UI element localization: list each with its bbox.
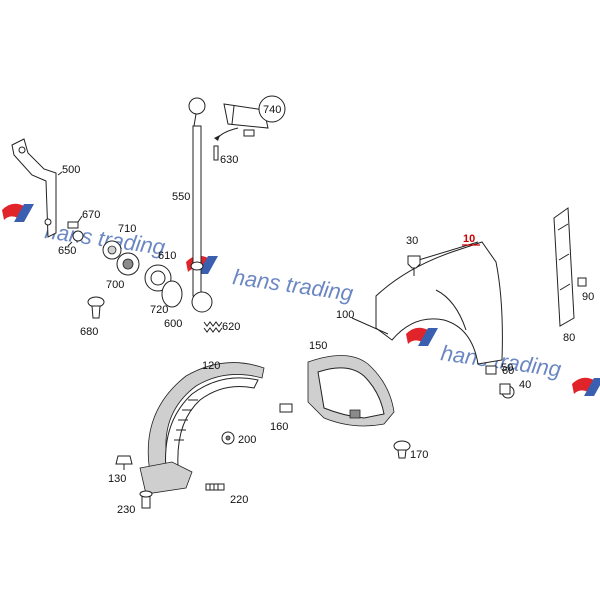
callout-620: 620 <box>222 321 240 333</box>
callout-600: 600 <box>164 318 182 330</box>
callout-150: 150 <box>309 340 327 352</box>
callout-630: 630 <box>220 154 238 166</box>
part-550-support-rod <box>188 97 213 313</box>
callout-720: 720 <box>150 304 168 316</box>
watermark-logo-right <box>406 327 438 346</box>
part-40-bolt <box>499 383 511 395</box>
part-720-washer <box>161 280 183 308</box>
callout-30: 30 <box>406 235 418 247</box>
watermark-text-2: hans trading <box>231 264 355 306</box>
callout-120: 120 <box>202 360 220 372</box>
part-60-clip <box>485 365 497 375</box>
part-130-clip <box>115 455 133 470</box>
callout-700: 700 <box>106 279 124 291</box>
part-160-clip <box>279 403 293 413</box>
callout-220: 220 <box>230 494 248 506</box>
callout-10: 10 <box>463 233 475 245</box>
part-670-clip <box>67 215 83 229</box>
part-150-wheel-arch-liner-rear <box>307 355 395 427</box>
callout-100: 100 <box>336 309 354 321</box>
watermark-logo-edge <box>572 377 600 396</box>
callout-40: 40 <box>519 379 531 391</box>
part-710-grommet <box>102 240 122 260</box>
part-230-rivet <box>139 490 153 509</box>
callout-230: 230 <box>117 504 135 516</box>
callout-710: 710 <box>118 223 136 235</box>
callout-550: 550 <box>172 191 190 203</box>
part-80-side-panel <box>553 207 575 327</box>
callout-740: 740 <box>263 104 281 116</box>
part-740-ball-joint <box>214 103 269 141</box>
part-120-front-wheel-arch-liner <box>139 362 265 495</box>
part-100-seal-strip <box>351 317 389 335</box>
part-90-clip <box>577 277 587 287</box>
callout-500: 500 <box>62 164 80 176</box>
callout-90: 90 <box>582 291 594 303</box>
callout-80: 80 <box>563 332 575 344</box>
callout-610: 610 <box>158 250 176 262</box>
callout-200: 200 <box>238 434 256 446</box>
part-500-bracket <box>11 138 63 238</box>
part-200-grommet <box>221 431 235 445</box>
watermark-logo-left <box>2 203 34 222</box>
callout-50: 50 <box>501 362 513 374</box>
callout-670: 670 <box>82 209 100 221</box>
part-680-push-clip <box>87 296 105 319</box>
callout-160: 160 <box>270 421 288 433</box>
part-30-clip <box>407 255 421 276</box>
part-630-pin <box>213 145 219 161</box>
part-10-fender <box>375 241 503 365</box>
part-170-cap <box>393 440 411 459</box>
callout-60: 60 <box>502 365 514 377</box>
callout-130: 130 <box>108 473 126 485</box>
part-650-nut <box>67 230 84 247</box>
callout-740-badge <box>258 95 286 123</box>
part-700-seal <box>116 252 140 276</box>
callout-680: 680 <box>80 326 98 338</box>
part-610-ring <box>144 264 172 292</box>
callout-650: 650 <box>58 245 76 257</box>
callout-170: 170 <box>410 449 428 461</box>
part-220-screw <box>205 483 225 491</box>
part-620-spring <box>203 321 223 333</box>
